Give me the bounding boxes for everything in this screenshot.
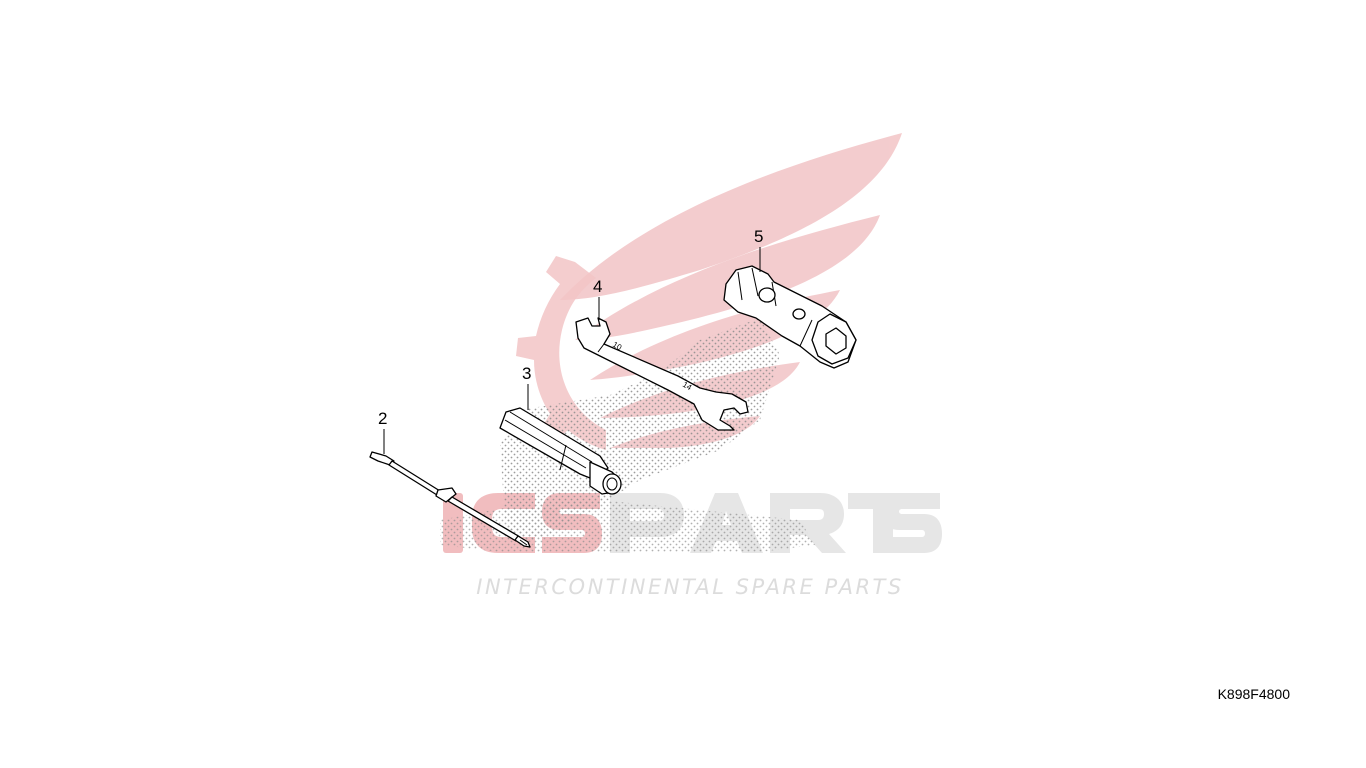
callout-2: 2	[378, 409, 387, 428]
diagram-code: K898F4800	[1217, 686, 1290, 702]
brand-tagline: INTERCONTINENTAL SPARE PARTS	[476, 575, 903, 599]
part-box-spanner[interactable]	[723, 265, 857, 369]
part-screwdriver[interactable]	[369, 451, 531, 548]
callouts: 2 3 4 5	[378, 227, 763, 454]
callout-3: 3	[522, 364, 531, 383]
part-handle[interactable]	[499, 407, 622, 495]
shading	[440, 318, 815, 552]
callout-5: 5	[754, 227, 763, 246]
callout-4: 4	[593, 277, 602, 296]
